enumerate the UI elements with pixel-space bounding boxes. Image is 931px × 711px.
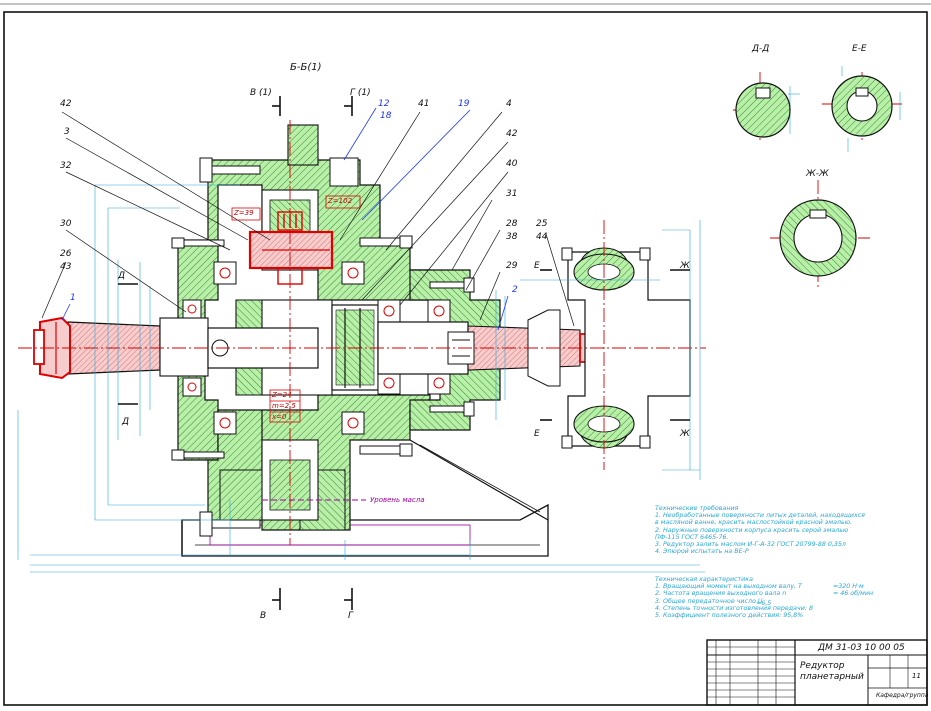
tech-req-line: в масляной ванне, красить маслостойкой к… xyxy=(655,519,852,527)
tech-char-line: 2. Частота вращения выходного вала n xyxy=(655,590,787,598)
drawing-code: ДМ 31-03 10 00 05 xyxy=(818,643,905,653)
cut-label-zh-top: Ж xyxy=(680,261,690,271)
gear-param-boxes xyxy=(231,195,361,423)
housing-base xyxy=(181,439,549,557)
gear-param-m: m=2,5 xyxy=(272,402,296,410)
oil-level-label: Уровень масла xyxy=(370,496,425,504)
callout-blue-12: 12 xyxy=(378,99,390,109)
tech-requirements: Технические требования 1. Необработанные… xyxy=(655,505,865,555)
cut-label-e-bottom: Е xyxy=(534,429,540,439)
section-view-ee xyxy=(831,75,893,137)
cut-label-g-top: Г (1) xyxy=(350,88,371,98)
tech-characteristics: Техническая характеристика 1. Вращающий … xyxy=(655,576,813,619)
tech-req-line: ПФ-115 ГОСТ 6465-76. xyxy=(655,533,729,541)
callout-40: 40 xyxy=(506,159,518,169)
callout-38: 38 xyxy=(506,232,518,242)
tech-char-line: 4. Степень точности изготовления передач… xyxy=(655,604,813,612)
callout-43: 43 xyxy=(60,262,72,272)
cut-label-v-top: В (1) xyxy=(250,88,272,98)
gear-param-x: x=0 xyxy=(272,413,287,421)
tech-req-line: 3. Редуктор залить маслом И-Г-А-32 ГОСТ … xyxy=(655,541,846,549)
callout-blue-1: 1 xyxy=(70,293,76,303)
organization: Кафедра/группа xyxy=(876,692,929,699)
callout-42: 42 xyxy=(60,99,72,109)
cut-label-v-bottom: В xyxy=(260,611,267,621)
callout-4: 4 xyxy=(506,99,512,109)
callout-29: 29 xyxy=(506,261,518,271)
callout-41: 41 xyxy=(418,99,430,109)
callout-blue-18: 18 xyxy=(380,111,392,121)
view-title-zhzh: Ж-Ж xyxy=(806,169,829,179)
leader-lines-blue xyxy=(61,107,509,331)
view-title-ee: Е-Е xyxy=(852,44,867,54)
tech-char-line: 3. Общее передаточное число U xyxy=(655,597,763,605)
tech-req-line: 4. Эпюрой испытать на ВЕ-Р xyxy=(655,548,749,556)
sheet-number: 11 xyxy=(912,672,921,680)
dimension-lines xyxy=(17,66,901,573)
title-block xyxy=(706,639,928,706)
callout-26: 26 xyxy=(60,249,72,259)
cut-label-e-top: Е xyxy=(534,261,540,271)
cut-label-g-bottom: Г xyxy=(348,611,354,621)
tech-char-value-2: ≈ 46 об/мин xyxy=(833,590,874,597)
cut-label-d-bottom: Д xyxy=(122,417,130,427)
cut-markers xyxy=(118,96,690,610)
view-title-dd: Д-Д xyxy=(752,44,770,54)
callout-32: 32 xyxy=(60,161,72,171)
cut-label-zh-bottom: Ж xyxy=(680,429,690,439)
drawing-name-line1: Редуктор xyxy=(800,661,845,671)
tech-char-value-3: ≈6,5 xyxy=(756,600,772,607)
callout-31: 31 xyxy=(506,189,518,199)
gear-z-center: Z=102 xyxy=(328,197,353,205)
section-title-bb: Б-Б(1) xyxy=(290,62,322,73)
tech-char-title: Техническая характеристика xyxy=(655,576,753,583)
callout-25: 25 xyxy=(536,219,548,229)
leader-lines xyxy=(41,111,575,327)
tech-req-line: 1. Необработанные поверхности литых дета… xyxy=(655,512,865,520)
callout-3: 3 xyxy=(64,127,70,137)
section-view-zhzh xyxy=(779,199,857,277)
cut-label-d-top: Д xyxy=(118,271,126,281)
sheet-frame xyxy=(3,11,928,706)
callout-44: 44 xyxy=(536,232,548,242)
tech-char-value-1: ≈320 Н·м xyxy=(833,583,864,590)
section-view-dd xyxy=(735,82,791,138)
gear-param-z: Z=24 xyxy=(272,391,292,399)
bolts xyxy=(171,157,475,537)
callout-42-right: 42 xyxy=(506,129,518,139)
tech-char-line: 5. Коэффициент полезного действия: 95,8% xyxy=(655,612,804,620)
tech-char-line: 1. Вращающий момент на выходном валу, Т xyxy=(655,583,802,591)
callout-28: 28 xyxy=(506,219,518,229)
gear-z-left: Z=39 xyxy=(234,209,254,217)
bearings xyxy=(182,261,451,435)
tech-req-line: 2. Наружные поверхности корпуса красить … xyxy=(655,526,849,534)
callout-blue-19: 19 xyxy=(458,99,470,109)
callout-30: 30 xyxy=(60,219,72,229)
callout-blue-2: 2 xyxy=(512,285,518,295)
drawing-name-line2: планетарный xyxy=(800,672,864,682)
tech-req-title: Технические требования xyxy=(655,505,739,512)
